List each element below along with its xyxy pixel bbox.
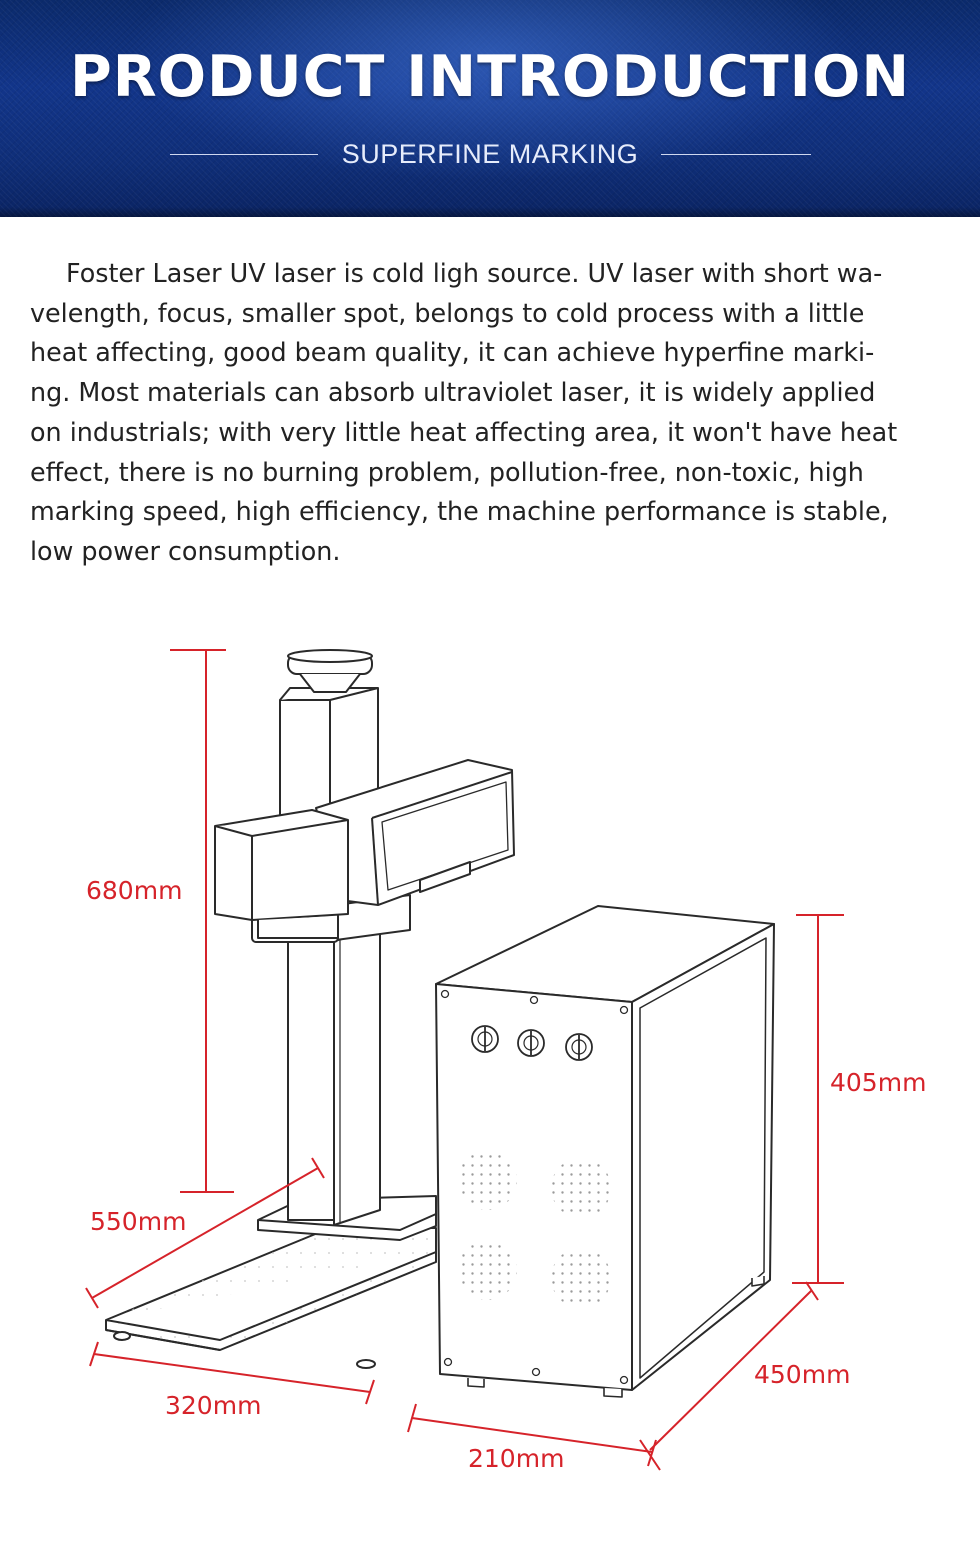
intro-line: effect, there is no burning problem, pol… bbox=[30, 456, 864, 487]
header-banner: PRODUCT INTRODUCTION SUPERFINE MARKING bbox=[0, 0, 980, 217]
intro-paragraph: Foster Laser UV laser is cold ligh sourc… bbox=[30, 254, 965, 572]
dim-label-marker-base-depth: 550mm bbox=[90, 1207, 186, 1236]
cabinet-feet bbox=[467, 1276, 765, 1398]
intro-line: Foster Laser UV laser is cold ligh sourc… bbox=[66, 258, 883, 288]
column-top-cap bbox=[287, 649, 373, 693]
cabinet-knobs bbox=[471, 1025, 593, 1061]
laser-head-arm bbox=[315, 759, 515, 906]
intro-line: ng. Most materials can absorb ultraviole… bbox=[30, 377, 876, 408]
dim-label-marker-height: 680mm bbox=[86, 876, 182, 905]
machine-dimension-diagram: 680mm 550mm 320mm 405mm 450mm 210mm bbox=[85, 649, 926, 1473]
dim-label-cabinet-height: 405mm bbox=[830, 1068, 926, 1097]
base-plate bbox=[105, 1227, 437, 1369]
dim-label-cabinet-width: 210mm bbox=[468, 1444, 564, 1473]
cabinet-screws bbox=[440, 989, 629, 1385]
subtitle-divider-right bbox=[661, 154, 811, 155]
page-title: PRODUCT INTRODUCTION bbox=[69, 44, 911, 110]
dimension-lines bbox=[85, 649, 844, 1471]
intro-line: heat affecting, good beam quality, it ca… bbox=[30, 337, 875, 368]
intro-line: marking speed, high efficiency, the mach… bbox=[30, 496, 889, 527]
dimension-labels: 680mm 550mm 320mm 405mm 450mm 210mm bbox=[86, 876, 926, 1473]
galvo-head bbox=[214, 809, 349, 939]
intro-line: low power consumption. bbox=[30, 535, 341, 566]
intro-line: on industrials; with very little heat af… bbox=[30, 416, 898, 447]
dim-label-cabinet-depth: 450mm bbox=[754, 1360, 850, 1389]
cabinet-vents bbox=[457, 1150, 611, 1308]
dim-label-marker-base-width: 320mm bbox=[165, 1391, 261, 1420]
page-subtitle: SUPERFINE MARKING bbox=[341, 139, 639, 169]
cabinet-side bbox=[631, 923, 775, 1391]
subtitle-divider-left bbox=[170, 154, 318, 155]
subtitle-row: SUPERFINE MARKING bbox=[0, 136, 980, 172]
lift-column-lower bbox=[287, 919, 381, 1226]
intro-line: velength, focus, smaller spot, belongs t… bbox=[30, 297, 865, 328]
marking-machine-drawing bbox=[105, 649, 515, 1369]
